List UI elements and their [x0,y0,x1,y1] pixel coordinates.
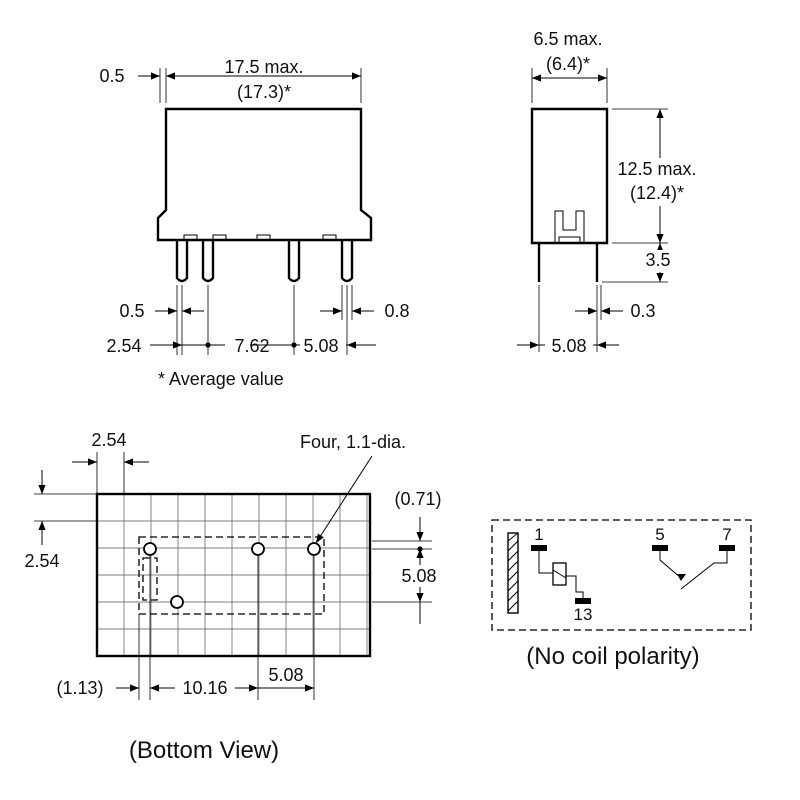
pin-hole-2 [251,542,265,556]
side-body-outline [530,107,609,245]
side-pin-thickness: 0.3 [630,301,655,321]
side-pin-length: 3.5 [645,250,670,270]
front-view: 17.5 max. (17.3)* 0.5 0.5 0.8 2.54 7.62 … [99,57,409,389]
bottom-view-caption: (Bottom View) [129,737,279,764]
relay-schematic: 1 13 5 7 (No coil polarity) [491,519,752,670]
pitch-bottom-mid: 10.16 [182,678,227,698]
pin-13-label: 13 [574,605,593,624]
front-offset-top: 0.5 [99,66,124,86]
grid-pitch-top: 2.54 [91,430,126,450]
bottom-view: Four, 1.1-dia. 2.54 2.54 (0.71) 5.08 [24,430,444,764]
front-pin-2 [201,240,215,283]
front-pin-4 [340,240,354,283]
offset-top-right: (0.71) [394,489,441,509]
pin-7-label: 7 [722,525,731,544]
bottom-view-outline [95,492,372,658]
pin-hole-1 [143,542,157,556]
schematic-frame [491,519,752,631]
side-pin-pitch: 5.08 [551,336,586,356]
side-view: 6.5 max. (6.4)* 12.5 max. (12.4)* 3.5 0.… [517,29,697,356]
hole-note: Four, 1.1-dia. [300,432,406,452]
pin-hole-4 [170,595,184,609]
average-value-note: * Average value [158,369,284,389]
side-width-avg: (6.4)* [546,54,590,74]
pin-5-terminal [652,545,668,551]
side-height-avg: (12.4)* [630,183,684,203]
pin-pattern-dashed [138,536,325,615]
coil-bar [507,532,519,614]
front-base-notches [183,234,337,240]
offset-left: (1.13) [56,678,103,698]
pitch-right: 5.08 [401,566,436,586]
front-pin-width: 0.5 [119,301,144,321]
front-width-max: 17.5 max. [224,57,303,77]
front-pin-3 [287,240,301,283]
pin-hole-3 [307,542,321,556]
front-pin-1 [175,240,189,283]
bottom-grid [97,494,370,656]
grid-pitch-left: 2.54 [24,551,59,571]
front-pitch-mid: 7.62 [234,336,269,356]
pin-7-terminal [719,545,735,551]
front-pin-width-right: 0.8 [384,301,409,321]
side-height-max: 12.5 max. [617,159,696,179]
front-body-outline [156,107,373,242]
schematic-caption: (No coil polarity) [526,643,699,670]
contact-switch [680,551,728,590]
pin-1-terminal [531,545,547,551]
pin-13-terminal [575,598,591,604]
pin-1-label: 1 [534,525,543,544]
pitch-bottom-right: 5.08 [268,665,303,685]
contact-arrow [677,574,686,581]
side-latch [554,210,585,243]
pin-5-label: 5 [655,525,664,544]
front-width-avg: (17.3)* [237,82,291,102]
front-pitch-right: 5.08 [303,336,338,356]
side-width-max: 6.5 max. [533,29,602,49]
front-pitch-left: 2.54 [106,336,141,356]
